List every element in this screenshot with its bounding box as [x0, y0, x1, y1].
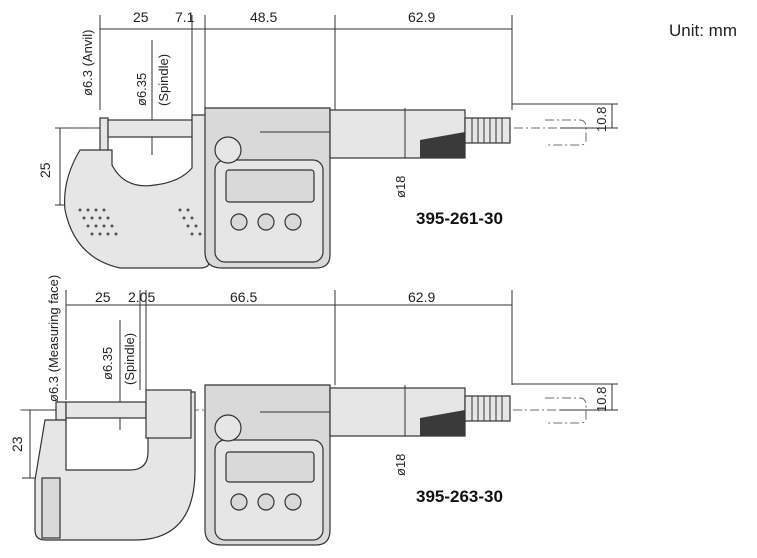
spindle-diameter-label-a: ø6.35: [100, 347, 115, 380]
frame: [63, 114, 211, 269]
spindle: [65, 401, 147, 419]
button-left: [230, 493, 248, 511]
model-number: 395-263-30: [416, 487, 503, 506]
lock-clamp: [214, 136, 242, 164]
dim-label-66-5: 66.5: [230, 289, 257, 305]
height-label: 25: [37, 162, 53, 178]
thimble-diameter-label: ø18: [393, 454, 408, 476]
micrometer-drawing-395-261-30: 25 7.1 48.5 62.9 ø6.3 (Anvil) ø6.35 (Spi…: [37, 9, 618, 269]
lcd-screen: [225, 451, 315, 483]
ratchet-knurl: [471, 118, 503, 143]
thimble-grip: [420, 132, 465, 158]
thimble-grip: [420, 410, 465, 436]
measuring-face: [55, 401, 67, 421]
button-right: [284, 493, 302, 511]
thimble-diameter-label: ø18: [393, 176, 408, 198]
button-left: [230, 213, 248, 231]
spindle: [107, 119, 207, 138]
extended-outline: [545, 119, 587, 146]
button-middle: [257, 213, 275, 231]
dim-label-2-05: 2.05: [128, 289, 155, 305]
unit-label: Unit: mm: [669, 21, 737, 40]
lock-clamp: [214, 414, 242, 442]
spindle-diameter-label-a: ø6.35: [134, 73, 149, 106]
micrometer-drawing-395-263-30: 25 2.05 66.5 62.9 ø6.3 (Measuring face) …: [9, 275, 618, 546]
extended-outline: [545, 397, 587, 424]
dim-label-62-9: 62.9: [408, 289, 435, 305]
anvil-diameter-label: ø6.3 (Anvil): [80, 30, 95, 96]
anvil-tube: [41, 477, 61, 539]
dim-label-7-1: 7.1: [175, 9, 195, 25]
frame-grip-dots: [78, 208, 202, 236]
right-dim-label: 10.8: [594, 107, 609, 132]
right-dim-label: 10.8: [594, 387, 609, 412]
spindle-diameter-label-b: (Spindle): [156, 54, 171, 106]
ratchet-knurl: [471, 396, 503, 421]
lcd-screen: [225, 169, 315, 203]
measuring-face-diameter-label: ø6.3 (Measuring face): [46, 275, 61, 402]
dim-label-25: 25: [95, 289, 111, 305]
height-label: 23: [9, 436, 25, 452]
spindle-diameter-label-b: (Spindle): [122, 333, 137, 385]
dim-label-48-5: 48.5: [250, 9, 277, 25]
button-right: [284, 213, 302, 231]
model-number: 395-261-30: [416, 209, 503, 228]
button-middle: [257, 493, 275, 511]
frame-collar: [145, 389, 192, 439]
dim-label-62-9: 62.9: [408, 9, 435, 25]
dim-label-25: 25: [133, 9, 149, 25]
